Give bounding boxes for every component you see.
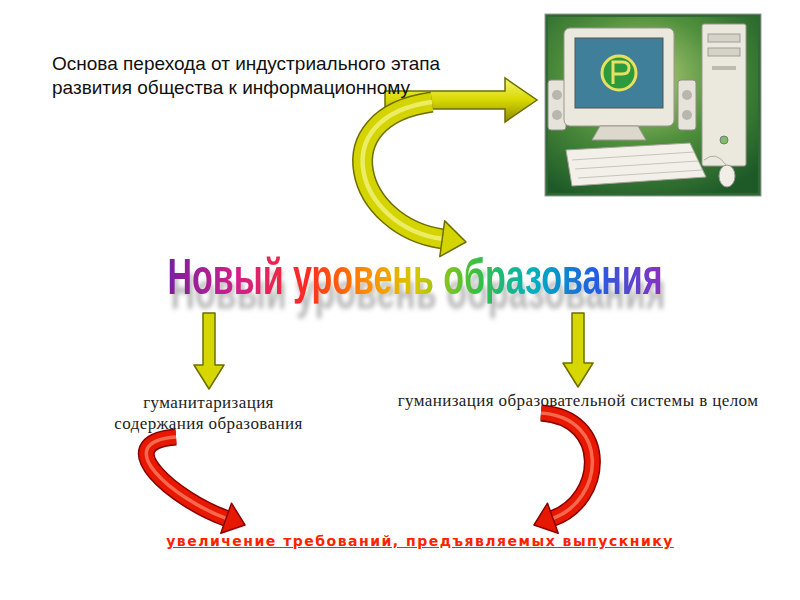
power-button (720, 136, 728, 144)
drive-bay (708, 48, 740, 56)
monitor-stand (592, 126, 646, 140)
arrow-highlight (541, 413, 592, 518)
result-text: увеличение требований, предъявляемых вып… (166, 532, 674, 550)
screen-logo-mark (613, 62, 629, 84)
mouse (719, 165, 735, 187)
speaker-cone (552, 110, 562, 120)
screen-logo (602, 56, 636, 90)
floppy-slot (712, 66, 736, 70)
drive-bay (708, 34, 740, 42)
result-node: увеличение требований, предъявляемых вып… (160, 528, 680, 555)
arrow-outline (146, 437, 226, 518)
wordart-title-node: Новый уровень образования (161, 246, 669, 309)
connector-arrow (146, 437, 245, 533)
mouse-cable (704, 156, 726, 165)
speaker (548, 80, 566, 130)
monitor (564, 28, 674, 126)
keyboard-keys (572, 152, 702, 178)
arrow-outline (363, 102, 443, 239)
connector-arrow (563, 313, 593, 387)
arrow-shape (194, 313, 224, 389)
connector-arrow (194, 313, 224, 389)
concept-text: гуманизация образовательной системы в це… (393, 390, 763, 411)
picture-frame (545, 14, 761, 196)
concept-node: гуманитаризация содержания образования (101, 392, 316, 435)
system-unit (702, 24, 746, 166)
speaker-cone (682, 110, 692, 120)
arrow-body (146, 437, 226, 518)
arrow-shape (563, 313, 593, 387)
arrow-body (363, 102, 443, 239)
arrow-head (221, 503, 245, 533)
picture-background (548, 17, 758, 193)
concept-node: гуманизация образовательной системы в це… (393, 390, 763, 411)
arrow-highlight (146, 437, 226, 518)
speaker (678, 80, 696, 130)
arrow-outline (541, 413, 592, 518)
intro-text: Основа перехода от индустриального этапа… (52, 52, 452, 100)
concept-text: гуманитаризация содержания образования (101, 392, 316, 435)
intro-text-node: Основа перехода от индустриального этапа… (52, 52, 452, 100)
speaker-cone (682, 90, 692, 100)
arrow-body (541, 413, 592, 518)
arrow-head (534, 503, 558, 533)
arrow-highlight (363, 102, 443, 239)
connector-arrow (363, 102, 466, 257)
connector-arrow (534, 413, 592, 533)
speaker-cone (552, 90, 562, 100)
keyboard (566, 143, 706, 186)
monitor-screen (575, 38, 663, 108)
wordart-title: Новый уровень образования (167, 250, 662, 304)
